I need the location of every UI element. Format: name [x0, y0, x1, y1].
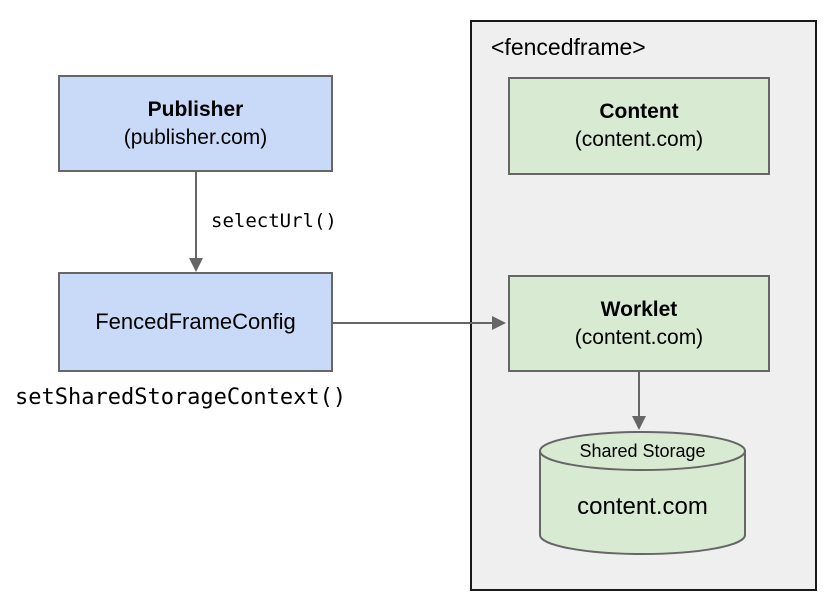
shared-storage-title: Shared Storage: [579, 441, 706, 461]
worklet-node: Worklet (content.com): [508, 275, 770, 372]
fenced-frame-config-node: FencedFrameConfig: [58, 272, 333, 372]
publisher-subtitle: (publisher.com): [123, 125, 268, 149]
content-subtitle: (content.com): [574, 128, 704, 151]
content-title: Content: [599, 100, 679, 124]
publisher-node: Publisher (publisher.com): [58, 75, 333, 172]
select-url-label: selectUrl(): [211, 210, 337, 232]
publisher-title: Publisher: [147, 97, 244, 121]
arrowhead-down-icon: [189, 258, 203, 272]
content-node: Content (content.com): [508, 77, 770, 175]
fencedframe-label: <fencedframe>: [491, 34, 646, 60]
arrow-publisher-to-config: [189, 172, 203, 272]
fenced-frame-config-title: FencedFrameConfig: [95, 309, 296, 335]
shared-storage-subtitle: content.com: [577, 493, 708, 520]
worklet-title: Worklet: [600, 297, 678, 321]
set-shared-storage-context-label: setSharedStorageContext(): [15, 385, 347, 410]
worklet-subtitle: (content.com): [574, 325, 704, 349]
